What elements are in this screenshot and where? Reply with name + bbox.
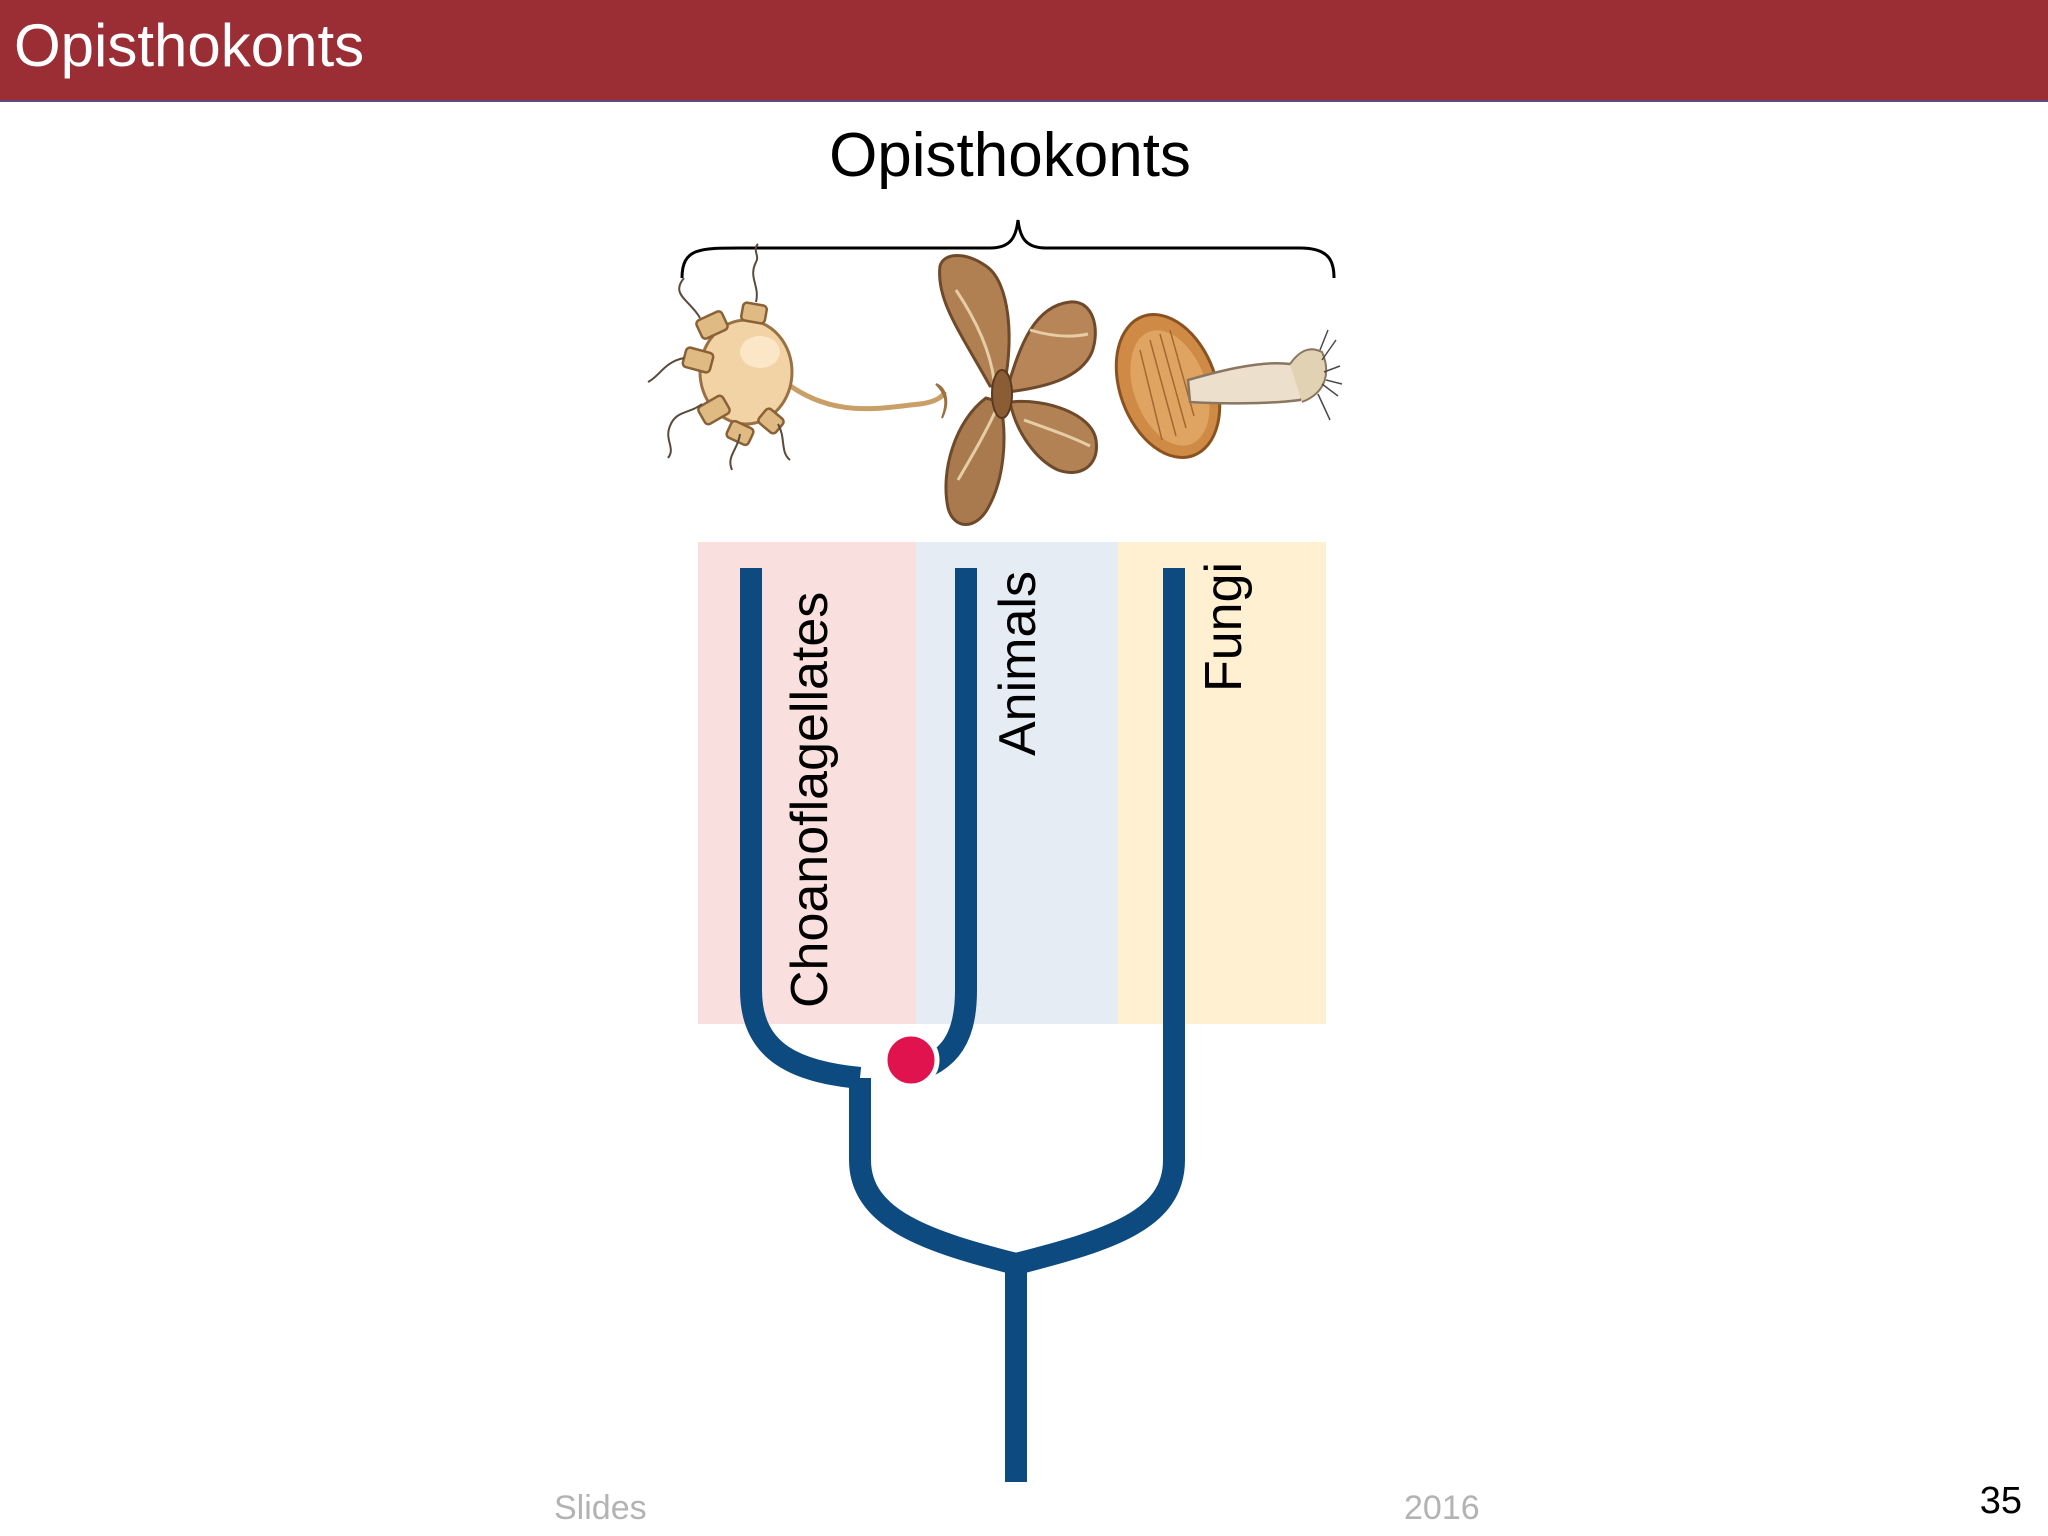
- title-bar: Opisthokonts: [0, 0, 2048, 102]
- choanozoa-stem: [849, 1078, 1019, 1275]
- clade-label-fungi: Fungi: [1195, 561, 1253, 692]
- choanoflagellate-illustration: [647, 243, 948, 471]
- clade-label-choanoflagellates: Choanoflagellates: [781, 591, 839, 1008]
- footer-left-text: Slides: [554, 1489, 647, 1527]
- animal-choanoflagellate-node-marker: [882, 1031, 940, 1089]
- fungi-band: [1118, 542, 1326, 1024]
- fungi-branch: [1013, 568, 1185, 1275]
- footer-right-text: 2016: [1404, 1489, 1480, 1527]
- moth-illustration: [938, 254, 1098, 526]
- choanoflagellates-band: [698, 542, 916, 1024]
- opisthokonts-brace: [680, 219, 1336, 279]
- slide-number: 35: [1979, 1480, 2022, 1522]
- mushroom-illustration: [1114, 313, 1343, 459]
- slide-title: Opisthokonts: [14, 12, 365, 79]
- choanoflagellates-branch: [740, 568, 862, 1089]
- animals-band: [916, 542, 1118, 1024]
- diagram-heading: Opisthokonts: [829, 121, 1191, 190]
- clade-label-animals: Animals: [989, 571, 1047, 756]
